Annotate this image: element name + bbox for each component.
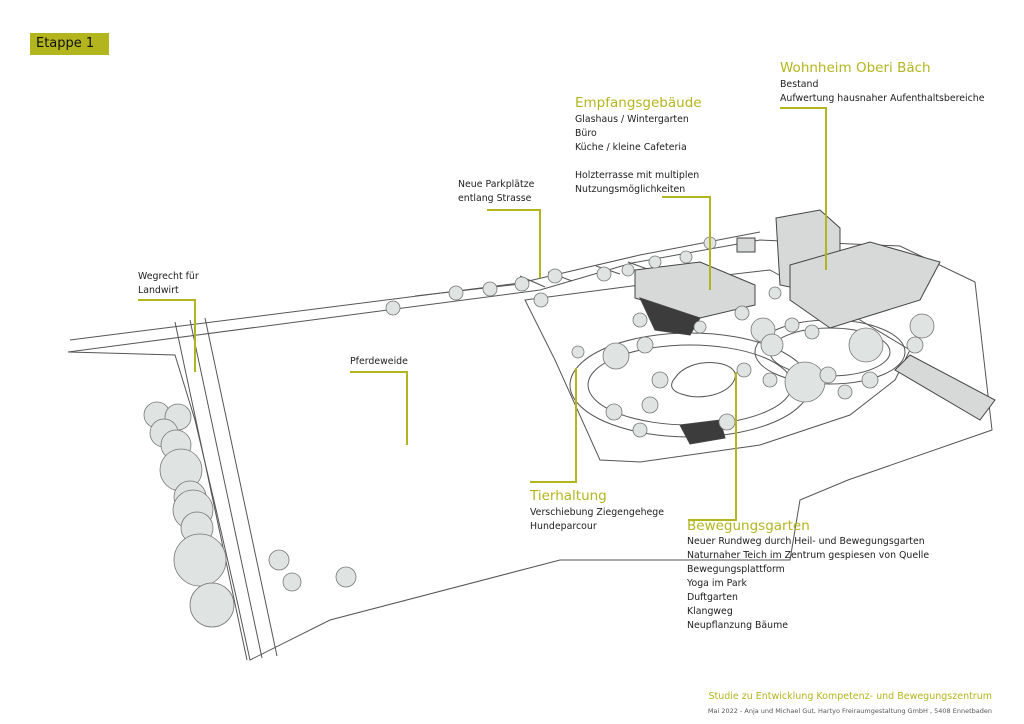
tree — [848, 327, 884, 363]
empfang-line: Nutzungsmöglichkeiten — [575, 184, 686, 195]
tree — [482, 281, 498, 297]
tree — [621, 263, 635, 277]
tier-line: Hundeparcour — [530, 521, 597, 532]
tier-text: Verschiebung Ziegengehege Hundeparcour — [530, 506, 664, 534]
empfang-line: Küche / kleine Cafeteria — [575, 142, 687, 153]
tree — [636, 336, 654, 354]
bewegung-line: Klangweg — [687, 606, 733, 617]
bewegung-line: Duftgarten — [687, 592, 738, 603]
callout-lines — [138, 107, 827, 521]
parking-line: Neue Parkplätze — [458, 179, 535, 190]
bewegung-text: Neuer Rundweg durch Heil- und Bewegungsg… — [687, 535, 929, 633]
tier-line: Verschiebung Ziegengehege — [530, 507, 665, 518]
tree — [173, 533, 227, 587]
empfang-title: Empfangsgebäude — [575, 95, 702, 111]
empfang-terrace — [639, 297, 701, 336]
wegrecht-line-2 — [189, 319, 263, 659]
tree — [448, 285, 464, 301]
tree — [335, 566, 357, 588]
tree — [648, 255, 662, 269]
tree — [784, 317, 800, 333]
wegrecht-text: Wegrecht für Landwirt — [138, 270, 199, 298]
bewegung-title: Bewegungsgarten — [687, 518, 810, 534]
footer-title: Studie zu Entwicklung Kompetenz- und Bew… — [708, 691, 992, 702]
tree — [641, 396, 659, 414]
pferd-line: Pferdeweide — [350, 356, 408, 367]
empfang-line: Glashaus / Wintergarten — [575, 114, 689, 125]
tree — [533, 292, 549, 308]
bewegung-line: Yoga im Park — [687, 578, 747, 589]
wohnheim-text: Bestand Aufwertung hausnaher Aufenthalts… — [780, 78, 985, 106]
tree — [693, 320, 707, 334]
wohnheim-line: Bestand — [780, 79, 819, 90]
tree — [605, 403, 623, 421]
platform — [679, 419, 726, 445]
empfang-text: Glashaus / Wintergarten Büro Küche / kle… — [575, 113, 699, 197]
tree — [282, 572, 302, 592]
tree — [571, 345, 585, 359]
tree — [385, 300, 401, 316]
tree — [768, 286, 782, 300]
bewegung-line: Neupflanzung Bäume — [687, 620, 789, 631]
leader-parking — [487, 209, 541, 278]
leader-bewegung — [688, 372, 737, 521]
bewegung-line: Bewegungsplattform — [687, 564, 785, 575]
wohnheim-building — [789, 241, 941, 329]
wegrecht-line: Landwirt — [138, 285, 179, 296]
bewegung-line: Naturnaher Teich im Zentrum gespiesen vo… — [687, 550, 930, 561]
pond-outline — [671, 362, 736, 398]
leader-empfang — [662, 196, 711, 290]
empfang-line — [575, 155, 699, 169]
parking-line: entlang Strasse — [458, 193, 532, 204]
tree — [718, 413, 736, 431]
tree — [596, 266, 612, 282]
tree — [784, 361, 826, 403]
tree — [189, 582, 235, 628]
wohnheim-line: Aufwertung hausnaher Aufenthaltsbereiche — [780, 93, 985, 104]
shed — [736, 237, 756, 253]
tree — [736, 362, 752, 378]
tree — [804, 324, 820, 340]
empfang-line: Holzterrasse mit multiplen — [575, 170, 700, 181]
tree — [906, 336, 924, 354]
tree — [268, 549, 290, 571]
empfang-building — [634, 261, 756, 319]
tree — [632, 312, 648, 328]
tree — [861, 371, 879, 389]
leader-pferd — [350, 371, 408, 445]
east-wing — [894, 354, 996, 421]
tree — [547, 268, 563, 284]
wegrecht-line — [174, 321, 248, 661]
tree — [819, 366, 837, 384]
empfang-line: Büro — [575, 128, 597, 139]
tree — [679, 250, 693, 264]
wegrecht-line: Wegrecht für — [138, 271, 199, 282]
tree — [514, 276, 530, 292]
wohnheim-title: Wohnheim Oberi Bäch — [780, 60, 931, 76]
tree — [760, 333, 784, 357]
road-edge — [69, 231, 761, 341]
tree — [632, 422, 648, 438]
footer-credit: Mai 2022 - Anja und Michael Gut, Hartyo … — [707, 707, 992, 715]
wegrecht-line-3 — [204, 317, 278, 657]
garden-outline — [524, 269, 911, 463]
tier-title: Tierhaltung — [530, 488, 607, 504]
tree — [651, 371, 669, 389]
leader-tier — [530, 368, 577, 483]
stage-badge: Etappe 1 — [30, 33, 109, 55]
leader-wegrecht — [138, 299, 196, 372]
tree — [734, 305, 750, 321]
tree — [837, 384, 853, 400]
pferd-text: Pferdeweide — [350, 355, 408, 369]
tree — [762, 372, 778, 388]
tree — [602, 342, 630, 370]
bewegung-line: Neuer Rundweg durch Heil- und Bewegungsg… — [687, 536, 925, 547]
tree — [909, 313, 935, 339]
parking-text: Neue Parkplätze entlang Strasse — [458, 178, 534, 206]
leader-wohnheim — [780, 107, 827, 270]
